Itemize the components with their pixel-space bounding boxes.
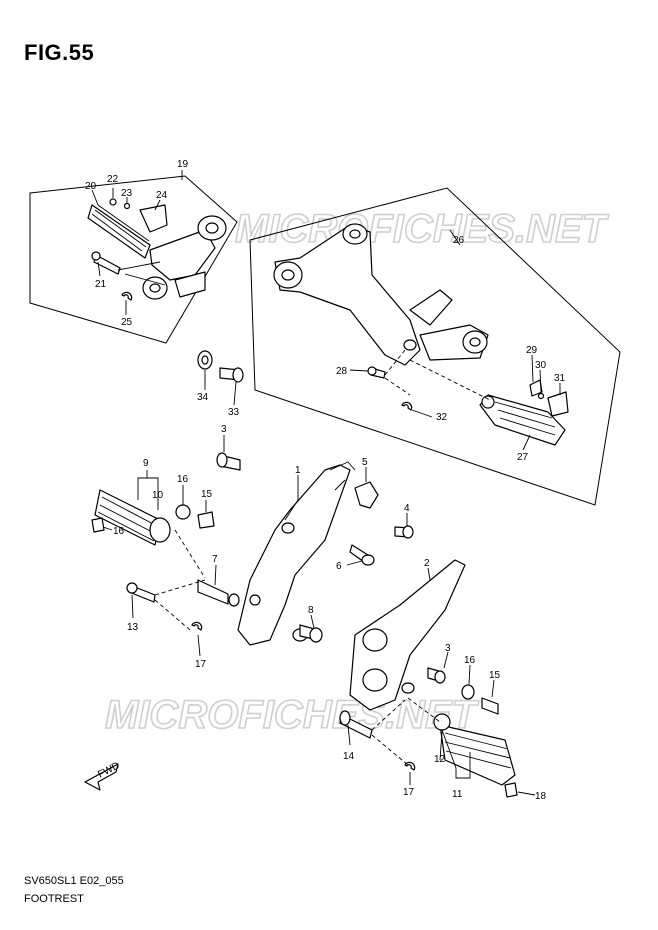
part-label-8: 8 bbox=[308, 605, 314, 616]
part-label-4: 4 bbox=[404, 503, 410, 514]
watermark-top: MICROFICHES.NET bbox=[235, 207, 610, 251]
part-label-13: 13 bbox=[127, 622, 139, 633]
leader-lines bbox=[91, 170, 561, 796]
part-label-28: 28 bbox=[336, 366, 348, 377]
part-label-20: 20 bbox=[85, 181, 97, 192]
part-label-17-right: 17 bbox=[403, 787, 415, 798]
kit-19-parts bbox=[87, 198, 227, 301]
part-label-30: 30 bbox=[535, 360, 547, 371]
part-number-labels: 19 20 22 23 24 21 25 26 28 29 30 31 32 2… bbox=[85, 159, 566, 802]
part-label-24: 24 bbox=[156, 190, 168, 201]
part-label-6: 6 bbox=[336, 561, 342, 572]
part-label-19: 19 bbox=[177, 159, 189, 170]
part-label-16-left: 16 bbox=[177, 474, 189, 485]
part-label-22: 22 bbox=[107, 174, 119, 185]
forward-arrow-icon: FWD bbox=[84, 760, 122, 791]
part-label-25: 25 bbox=[121, 317, 133, 328]
right-footrest-assembly bbox=[339, 559, 518, 798]
part-label-15-right: 15 bbox=[489, 670, 501, 681]
part-label-23: 23 bbox=[121, 188, 133, 199]
part-label-5: 5 bbox=[362, 457, 368, 468]
section-name: FOOTREST bbox=[24, 893, 84, 905]
part-label-27: 27 bbox=[517, 452, 529, 463]
part-label-34: 34 bbox=[197, 392, 209, 403]
part-label-10: 10 bbox=[152, 490, 164, 501]
part-label-29: 29 bbox=[526, 345, 538, 356]
kit-26-frame bbox=[249, 187, 621, 506]
part-label-11: 11 bbox=[452, 789, 463, 800]
part-label-31: 31 bbox=[554, 373, 566, 384]
part-label-3-right: 3 bbox=[445, 643, 451, 654]
reference-code: SV650SL1 E02_055 bbox=[24, 875, 124, 887]
kit-26-parts bbox=[273, 223, 569, 446]
part-label-7: 7 bbox=[212, 554, 218, 565]
bolt-and-washer-33-34 bbox=[197, 350, 244, 383]
part-label-26: 26 bbox=[453, 235, 465, 246]
forward-arrow-label: FWD bbox=[96, 760, 121, 780]
part-label-17-left: 17 bbox=[195, 659, 207, 670]
part-label-21: 21 bbox=[95, 279, 107, 290]
part-label-3-left: 3 bbox=[221, 424, 227, 435]
part-label-33: 33 bbox=[228, 407, 240, 418]
watermark-bottom: MICROFICHES.NET bbox=[105, 693, 480, 737]
part-label-12: 12 bbox=[434, 754, 446, 765]
left-footrest-assembly bbox=[91, 452, 414, 646]
part-label-18: 18 bbox=[535, 791, 547, 802]
part-label-2: 2 bbox=[424, 558, 430, 569]
figure-title: FIG.55 bbox=[24, 40, 95, 65]
part-label-15-left: 15 bbox=[201, 489, 213, 500]
part-label-16-right: 16 bbox=[464, 655, 476, 666]
part-label-9: 9 bbox=[143, 458, 149, 469]
part-label-32: 32 bbox=[436, 412, 448, 423]
part-label-16-tip: 16 bbox=[113, 526, 125, 537]
part-label-1: 1 bbox=[295, 465, 301, 476]
part-label-14: 14 bbox=[343, 751, 355, 762]
